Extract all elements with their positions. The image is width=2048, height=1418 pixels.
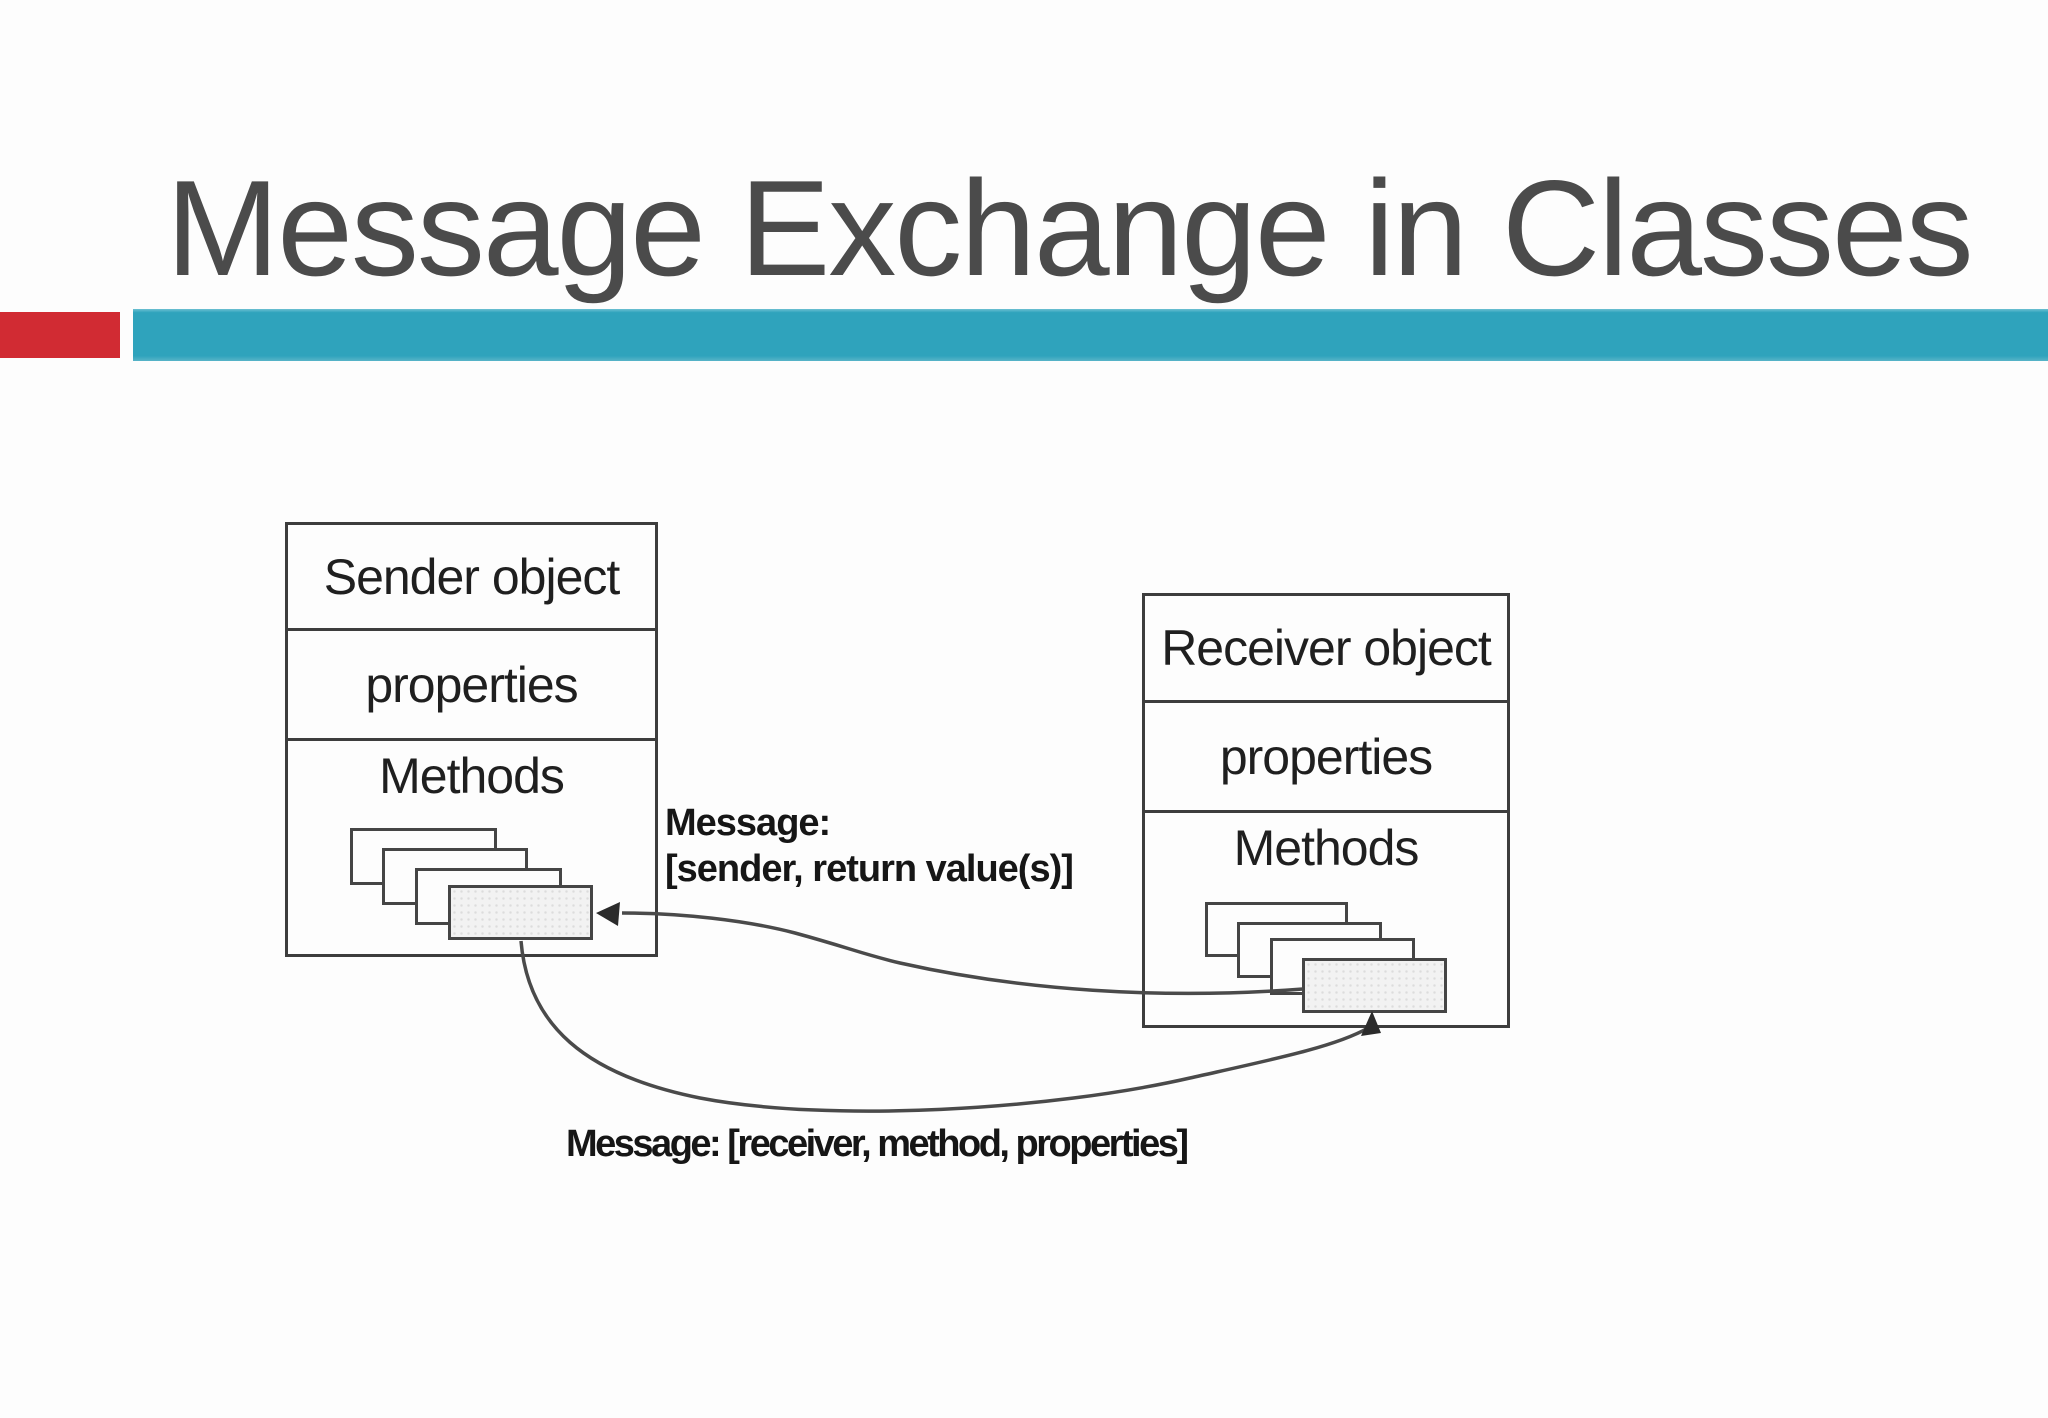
sender-methods-row: Methods — [288, 741, 655, 954]
sender-methods-label: Methods — [379, 748, 565, 804]
sender-properties-row: properties — [288, 631, 655, 741]
receiver-methods-label: Methods — [1233, 820, 1420, 876]
receiver-method-card-front — [1302, 958, 1447, 1013]
receiver-header-row: Receiver object — [1145, 596, 1507, 703]
sender-header-label: Sender object — [323, 548, 621, 605]
divider-red-block — [0, 312, 120, 358]
sender-method-card-front — [448, 885, 593, 940]
sender-header-row: Sender object — [288, 525, 655, 631]
sender-object-box: Sender object properties Methods — [285, 522, 658, 957]
return-message-label: Message: [sender, return value(s)] — [665, 800, 1074, 892]
receiver-header-label: Receiver object — [1161, 620, 1492, 676]
return-message-label-line2: [sender, return value(s)] — [665, 848, 1074, 890]
slide-title: Message Exchange in Classes — [166, 152, 1974, 304]
receiver-properties-label: properties — [1219, 728, 1433, 785]
divider-teal-bar — [133, 309, 2048, 361]
receiver-methods-row: Methods — [1145, 813, 1507, 1025]
return-message-label-line1: Message: — [665, 802, 831, 844]
sender-properties-label: properties — [365, 656, 578, 713]
send-message-label: Message: [receiver, method, properties] — [566, 1123, 1189, 1165]
receiver-properties-row: properties — [1145, 703, 1507, 813]
